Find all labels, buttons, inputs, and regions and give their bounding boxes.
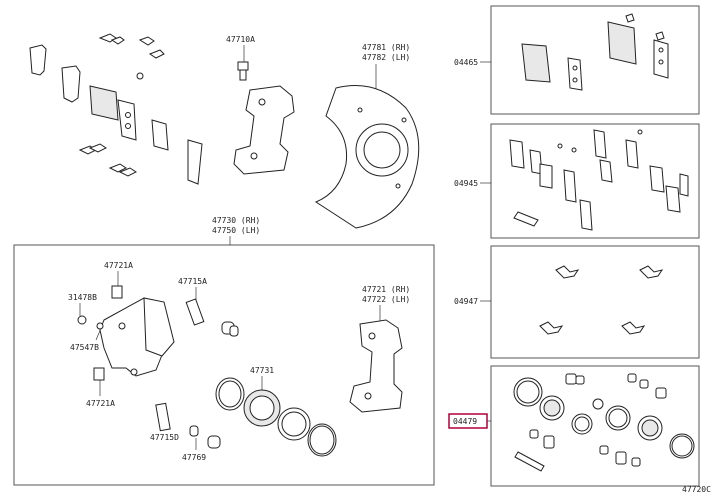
shim-kit-04945 <box>509 129 689 231</box>
label-04945: 04945 <box>454 179 478 188</box>
label-47721A-top: 47721A <box>104 261 133 270</box>
bushing-47769 <box>189 425 221 449</box>
label-04465: 04465 <box>454 58 478 67</box>
bleeder-cap <box>77 315 87 325</box>
piston-seal-set <box>215 377 337 457</box>
label-31478B: 31478B <box>68 293 97 302</box>
frame-04947 <box>490 245 700 359</box>
label-47782: 47782 (LH) <box>362 53 410 62</box>
bracket-bolt-top <box>237 61 249 81</box>
label-04479[interactable]: 04479 <box>453 417 477 426</box>
caliper-mounting-bracket <box>349 319 403 413</box>
frame-04479 <box>490 365 700 487</box>
label-47715A: 47715A <box>178 277 207 286</box>
slide-pin-47715A <box>185 298 239 337</box>
mounting-bracket-top <box>233 85 295 175</box>
label-47731: 47731 <box>250 366 274 375</box>
label-47750: 47750 (LH) <box>212 226 260 235</box>
disc-dust-cover <box>314 85 420 229</box>
frame-04945 <box>490 123 700 239</box>
label-47769: 47769 <box>182 453 206 462</box>
bleeder-plug-top <box>111 285 123 299</box>
seal-kit-04479 <box>513 373 695 472</box>
label-47547B: 47547B <box>70 343 99 352</box>
bleeder-plug-bottom <box>93 367 105 381</box>
label-47715D: 47715D <box>150 433 179 442</box>
label-47721A-bottom: 47721A <box>86 399 115 408</box>
pad-kit-04465 <box>521 13 669 91</box>
diagram-code: 47720C <box>682 485 711 494</box>
label-47730: 47730 (RH) <box>212 216 260 225</box>
label-47721: 47721 (RH) <box>362 285 410 294</box>
label-47710A: 47710A <box>226 35 255 44</box>
frame-caliper-assembly <box>13 244 435 486</box>
label-47722: 47722 (LH) <box>362 295 410 304</box>
slide-pin-47715D <box>155 402 171 432</box>
label-47781: 47781 (RH) <box>362 43 410 52</box>
label-04947: 04947 <box>454 297 478 306</box>
spring-kit-04947 <box>539 265 664 335</box>
frame-04465 <box>490 5 700 115</box>
caliper-body <box>96 297 175 377</box>
pad-cluster-top-left <box>29 33 203 185</box>
